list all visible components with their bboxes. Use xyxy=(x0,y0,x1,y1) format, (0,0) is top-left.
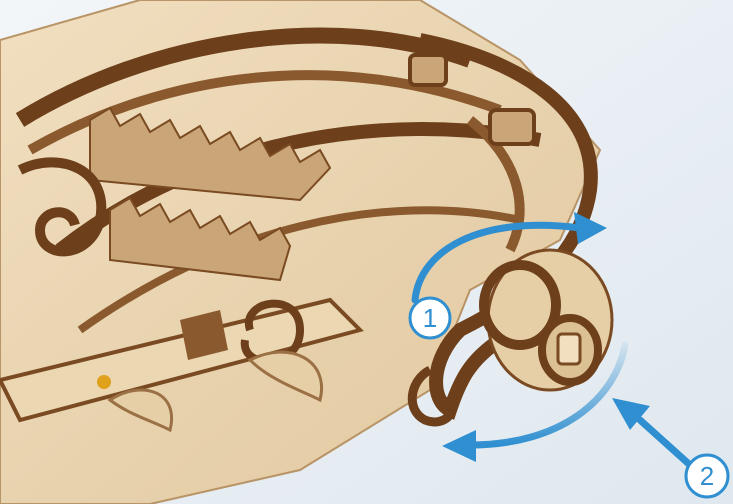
callout-1-badge: 1 xyxy=(410,298,450,338)
callout-1-label: 1 xyxy=(423,303,437,333)
callout-2-label: 2 xyxy=(700,461,714,491)
callout-2-badge: 2 xyxy=(686,455,728,497)
